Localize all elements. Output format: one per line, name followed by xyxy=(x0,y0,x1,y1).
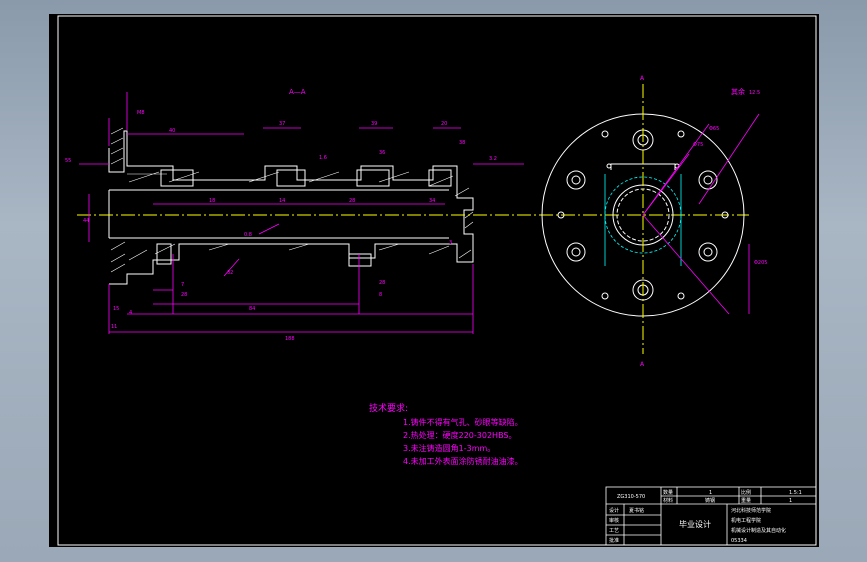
scale-label: 比例 xyxy=(741,489,751,496)
section-mark-bottom: A xyxy=(640,361,645,368)
dim-3: 3 xyxy=(449,240,452,246)
material-value: 铸钢 xyxy=(705,497,715,504)
material-code: ZG310-570 xyxy=(617,494,645,500)
dim-84: 84 xyxy=(249,306,255,312)
drawn-label: 设计 xyxy=(609,507,619,514)
school-line-2: 机电工程学院 xyxy=(731,517,761,524)
material-label: 材料 xyxy=(663,497,673,504)
process-label: 工艺 xyxy=(609,528,619,534)
dim-32: 32 xyxy=(227,270,233,276)
cad-drawing: 40 37 39 20 18 14 1.6 28 84 44 55 M8 28 … xyxy=(57,15,817,546)
dim-188: 188 xyxy=(285,336,295,342)
end-view-dims xyxy=(642,113,760,315)
dim-15: 15 xyxy=(113,306,119,312)
tech-item-3: 3.未注铸造圆角1-3mm。 xyxy=(403,443,495,453)
dim-phi75: Φ75 xyxy=(693,142,703,148)
roughness-value: 12.5 xyxy=(749,90,760,96)
section-mark-top: A xyxy=(640,75,645,82)
dim-34: 34 xyxy=(429,198,435,204)
dim-phi65: Φ65 xyxy=(709,126,719,132)
class-code: 05334 xyxy=(731,538,747,544)
checked-label: 审核 xyxy=(609,517,619,524)
quantity-value: 1 xyxy=(709,490,712,496)
dim-37: 37 xyxy=(279,121,285,127)
tech-requirements: 技术要求: 1.铸件不得有气孔、砂眼等缺陷。 2.热处理：硬度220-302HB… xyxy=(369,402,523,466)
title-block xyxy=(605,486,817,546)
drawing-border xyxy=(57,15,817,546)
drawing-sheet: 40 37 39 20 18 14 1.6 28 84 44 55 M8 28 … xyxy=(49,14,819,547)
dim-0-8: 0.8 xyxy=(244,232,252,238)
tech-item-4: 4.未加工外表面涂防锈耐油油漆。 xyxy=(403,456,523,466)
section-view xyxy=(108,127,474,285)
dim-40: 40 xyxy=(169,128,175,134)
school-line-1: 河北科技师范学院 xyxy=(731,507,771,514)
dim-3-2: 3.2 xyxy=(489,156,497,162)
dimension-lines xyxy=(79,92,524,334)
dim-14: 14 xyxy=(279,198,285,204)
dim-m8: M8 xyxy=(137,110,145,116)
section-label: A—A xyxy=(289,88,306,96)
dim-18: 18 xyxy=(209,198,215,204)
dimension-texts: 40 37 39 20 18 14 1.6 28 84 44 55 M8 28 … xyxy=(65,110,497,342)
dim-11: 11 xyxy=(111,324,117,330)
tech-title: 技术要求: xyxy=(369,402,408,414)
dim-28: 28 xyxy=(349,198,355,204)
approved-label: 批准 xyxy=(609,537,619,544)
drawn-name: 夏书铭 xyxy=(629,507,644,514)
dim-28c: 28 xyxy=(181,292,187,298)
scale-value: 1.5:1 xyxy=(789,490,802,496)
project-title: 毕业设计 xyxy=(679,519,711,529)
tech-item-1: 1.铸件不得有气孔、砂眼等缺陷。 xyxy=(403,417,523,427)
school-line-3: 机械设计制造及其自动化 xyxy=(731,527,786,534)
dim-1-6: 1.6 xyxy=(319,155,327,161)
dim-44: 44 xyxy=(83,218,89,224)
dim-39: 39 xyxy=(371,121,377,127)
dim-28b: 28 xyxy=(379,280,385,286)
dim-4: 4 xyxy=(129,310,132,316)
dim-20: 20 xyxy=(441,121,447,127)
roughness-note: 其余 xyxy=(731,87,745,96)
dim-38: 38 xyxy=(459,140,465,146)
dim-36: 36 xyxy=(379,150,385,156)
weight-value: 1 xyxy=(789,498,792,504)
weight-label: 重量 xyxy=(741,497,751,504)
quantity-label: 数量 xyxy=(663,489,673,496)
dim-phi205: Φ205 xyxy=(754,260,767,266)
dim-55: 55 xyxy=(65,158,71,164)
dim-7: 7 xyxy=(181,282,184,288)
tech-item-2: 2.热处理：硬度220-302HBS。 xyxy=(403,430,517,440)
end-view-cyan xyxy=(604,174,682,266)
dim-8: 8 xyxy=(379,292,382,298)
